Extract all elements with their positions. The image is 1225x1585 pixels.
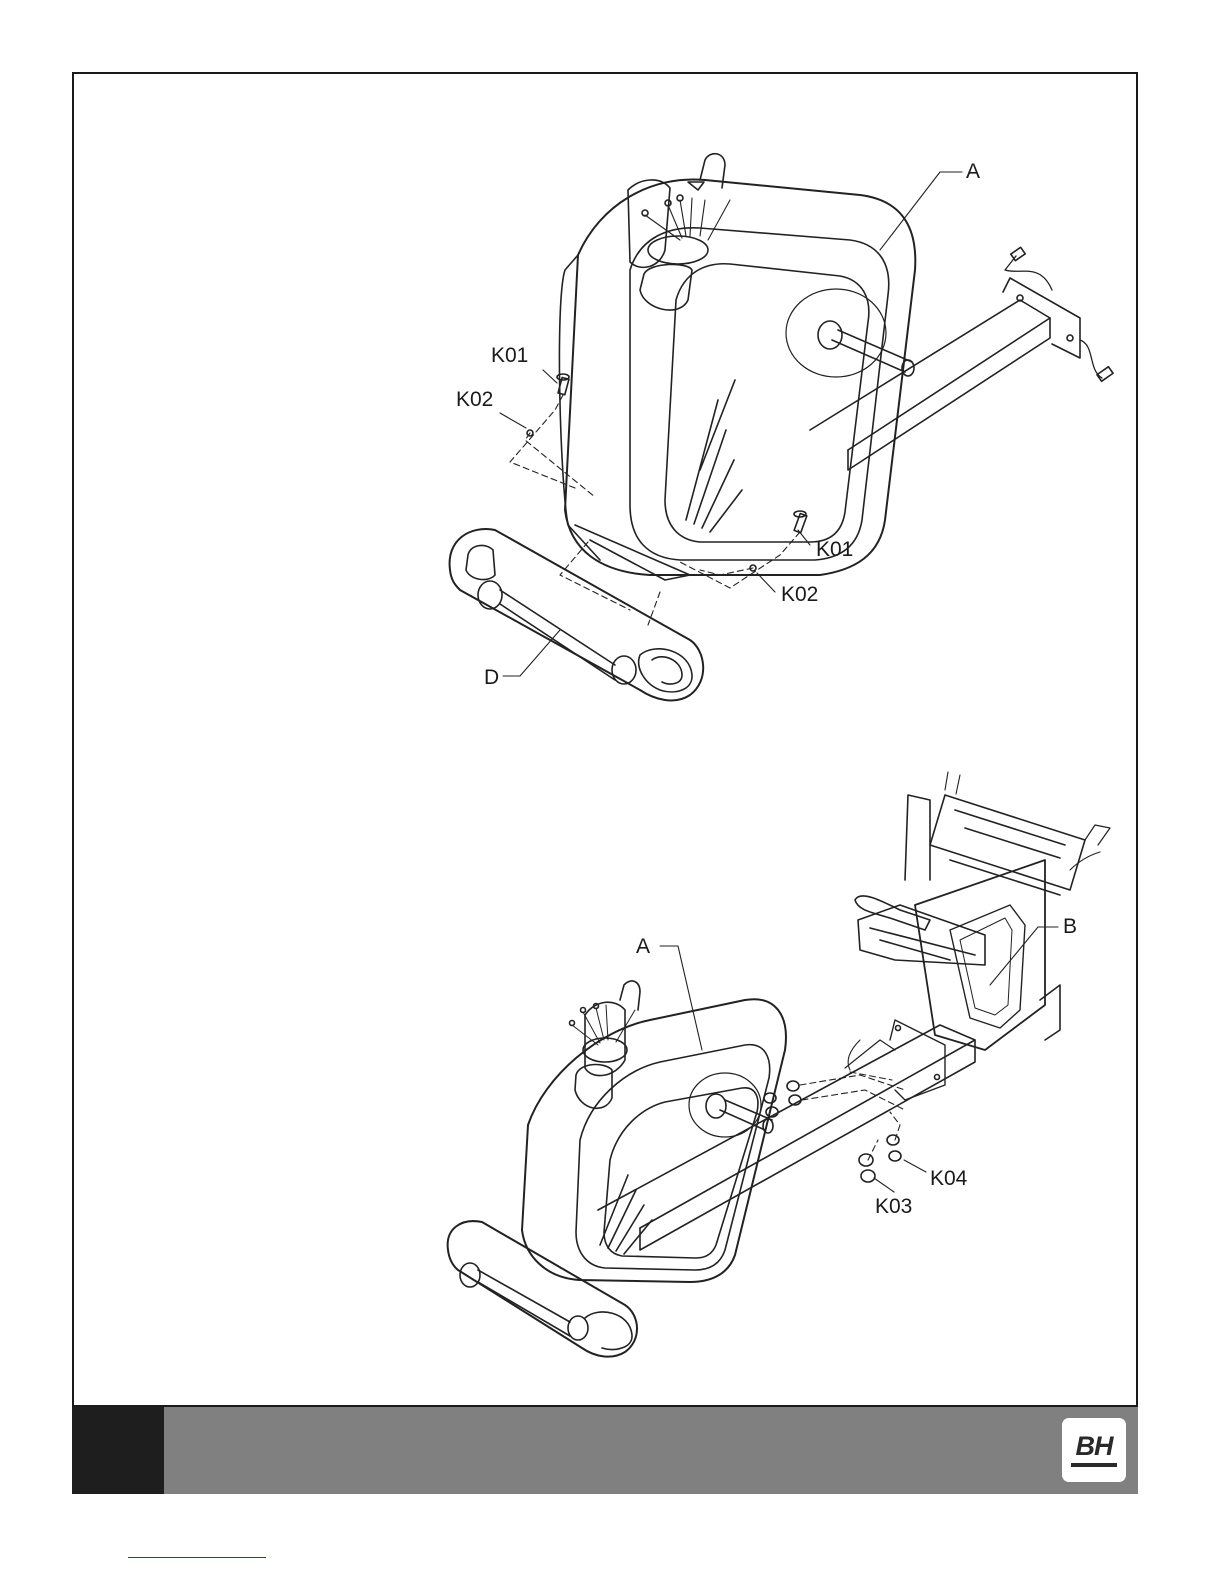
bottom-hardware xyxy=(764,1040,905,1182)
bottom-rail xyxy=(598,1020,975,1250)
bottom-link-underline xyxy=(128,1557,266,1558)
footer-page-block xyxy=(72,1407,164,1494)
callout-k03: K03 xyxy=(875,1195,912,1218)
top-figure xyxy=(450,154,1113,701)
bh-logo-underline xyxy=(1071,1463,1117,1467)
bh-logo-text: BH xyxy=(1076,1433,1113,1460)
callout-k02-top-right: K02 xyxy=(781,583,818,606)
bottom-frame-housing xyxy=(522,981,786,1282)
footer-band: BH xyxy=(72,1405,1138,1494)
bh-logo: BH xyxy=(1062,1418,1126,1482)
callout-k01-top-left: K01 xyxy=(491,344,528,367)
callout-b: B xyxy=(1063,915,1077,938)
callout-k04: K04 xyxy=(930,1167,968,1190)
callout-a-bottom: A xyxy=(636,935,650,958)
bottom-figure xyxy=(448,772,1110,1357)
top-hardware xyxy=(510,374,807,625)
bottom-seat-frame xyxy=(855,772,1110,1050)
callout-a-top: A xyxy=(966,160,980,183)
footer-grey-band: BH xyxy=(164,1407,1138,1494)
callout-k01-top-right: K01 xyxy=(816,538,853,561)
top-frame-housing xyxy=(559,154,915,575)
bottom-stabilizer xyxy=(448,1221,637,1357)
top-rail xyxy=(810,247,1113,470)
callout-d: D xyxy=(484,666,499,689)
bottom-leaders xyxy=(660,927,1058,1192)
callout-k02-top-left: K02 xyxy=(456,388,493,411)
